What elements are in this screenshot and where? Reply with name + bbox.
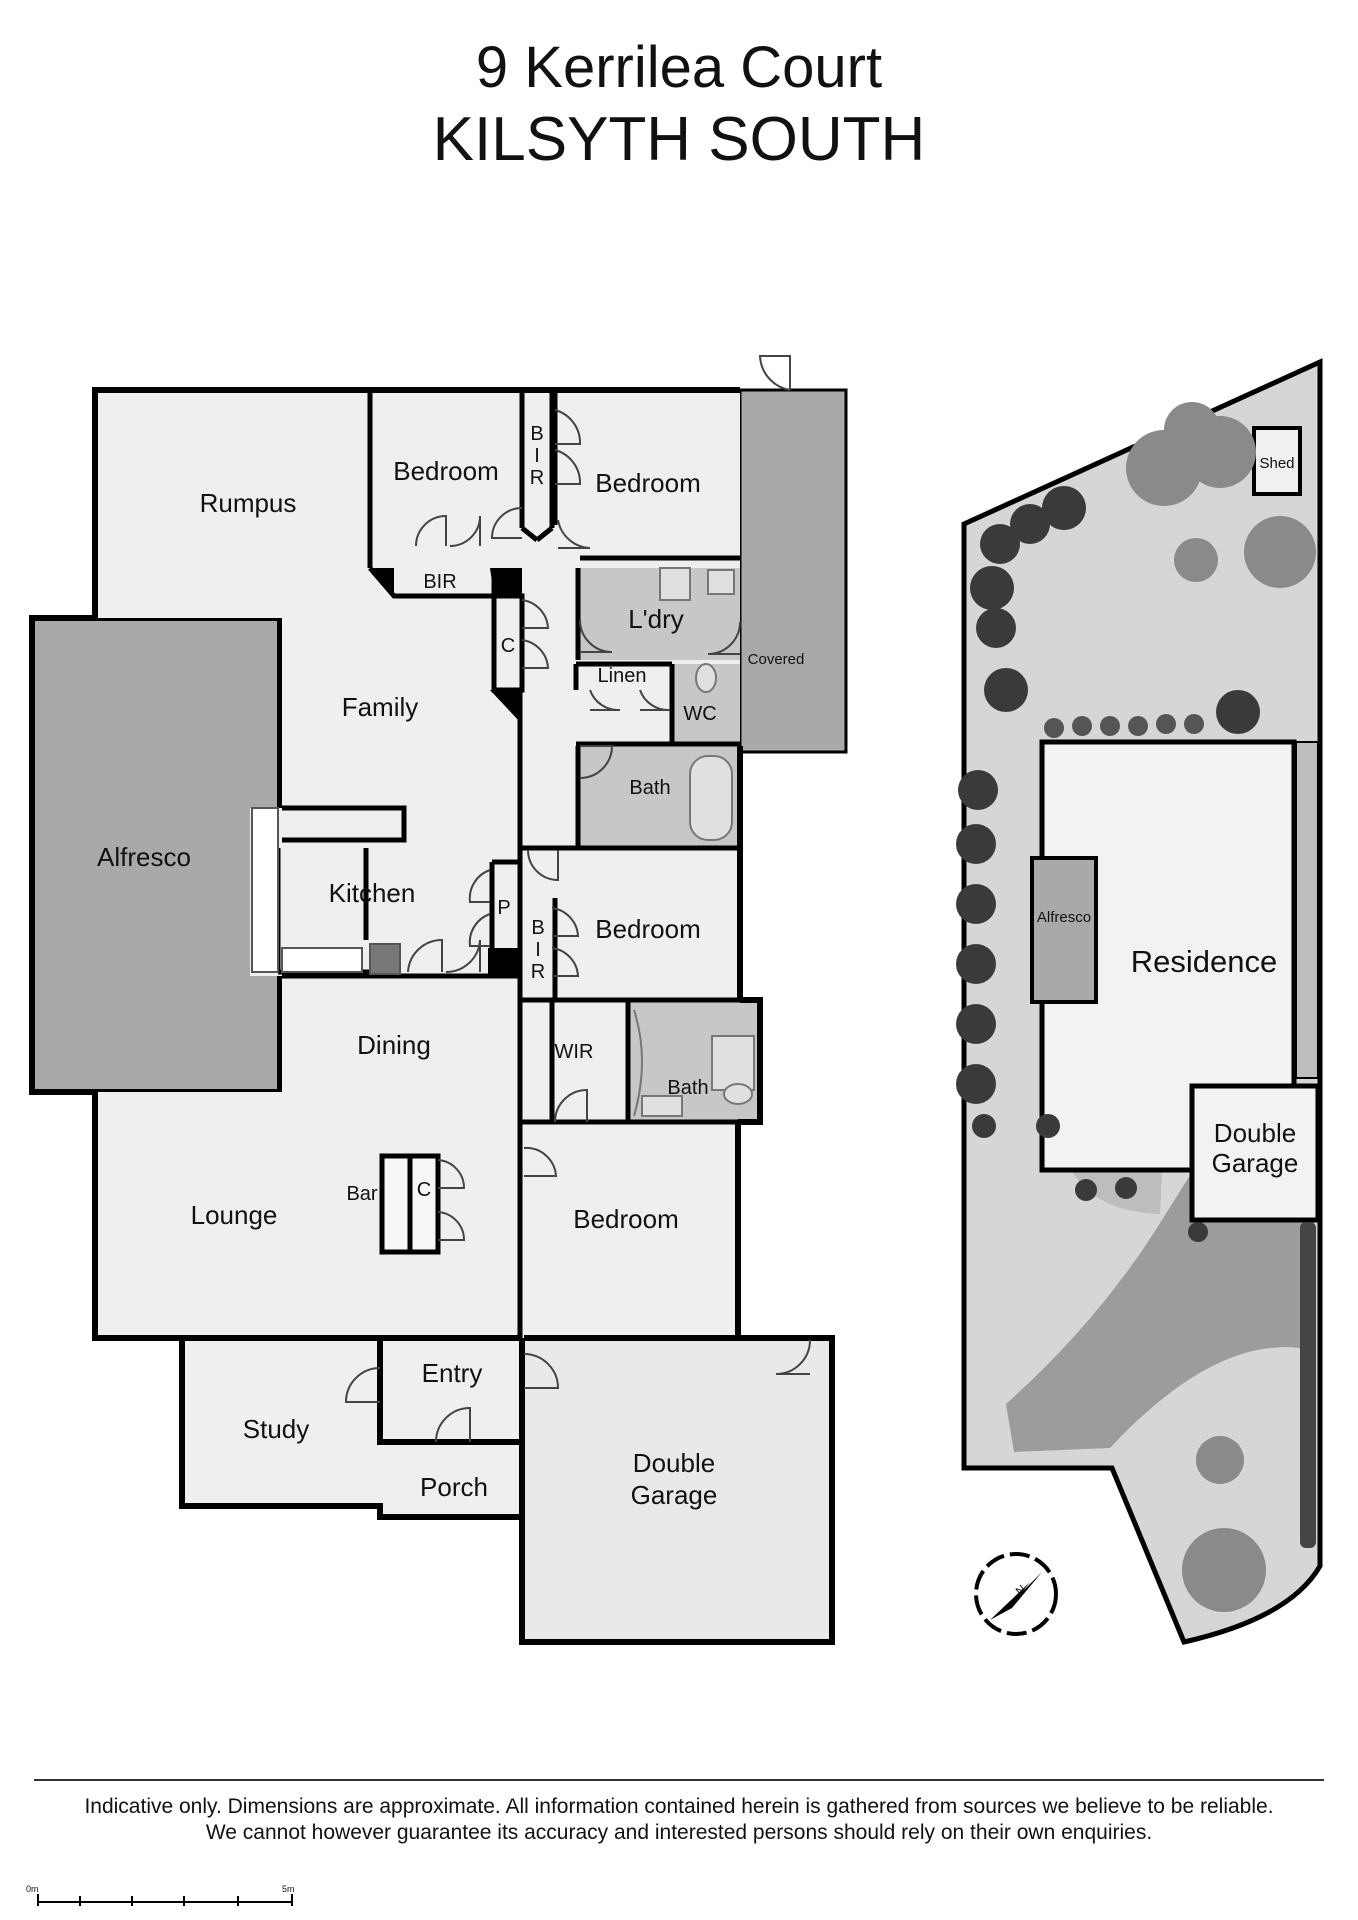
room-bedroom-4: Bedroom — [573, 1204, 679, 1234]
disclaimer-line-2: We cannot however guarantee its accuracy… — [205, 1821, 1153, 1844]
doors — [344, 355, 811, 1443]
room-wc: WC — [683, 703, 716, 725]
covered-area — [738, 388, 848, 754]
disclaimer-line-1: Indicative only. Dimensions are approxim… — [84, 1795, 1274, 1818]
room-family: Family — [342, 692, 419, 722]
room-linen: Linen — [598, 665, 647, 687]
scale-bar: 0m 5m — [26, 1884, 295, 1906]
floor-plan-main: Rumpus Bedroom B I R Bedroom BIR L'dry L… — [29, 355, 848, 1645]
hedge-right — [1300, 1222, 1316, 1548]
room-bir-top-r: R — [530, 467, 544, 489]
room-bath-1: Bath — [629, 777, 670, 799]
site-alfresco — [1030, 856, 1098, 1004]
kitchen-bench — [251, 807, 401, 975]
trees — [956, 486, 1260, 1242]
site-double-garage — [1189, 1083, 1321, 1223]
shed-label: Shed — [1259, 455, 1294, 472]
room-study: Study — [243, 1414, 310, 1444]
room-porch: Porch — [420, 1472, 488, 1502]
bar-counter — [379, 1153, 441, 1255]
residence-side-strip — [1295, 741, 1319, 1079]
room-wir: WIR — [555, 1041, 594, 1063]
room-bedroom-1: Bedroom — [393, 456, 499, 486]
residence-label: Residence — [1131, 944, 1277, 979]
room-kitchen: Kitchen — [329, 878, 416, 908]
room-dining: Dining — [357, 1030, 431, 1060]
svg-text:N: N — [1013, 1582, 1029, 1598]
room-bir-mid-i: I — [535, 939, 541, 961]
room-entry: Entry — [422, 1358, 483, 1388]
room-alfresco: Alfresco — [97, 842, 191, 872]
scale-end: 5m — [282, 1884, 295, 1894]
plant-row — [1044, 714, 1204, 738]
site-garage-line-1: Double — [1214, 1118, 1296, 1148]
garage-floor — [524, 1338, 830, 1640]
room-bath-2: Bath — [667, 1077, 708, 1099]
north-compass-icon: N — [974, 1552, 1058, 1636]
room-garage-line-2: Garage — [631, 1480, 718, 1510]
bathroom-fixtures — [633, 567, 755, 1117]
driveway — [1006, 1172, 1312, 1452]
room-bir-mid-r: R — [531, 961, 545, 983]
room-pantry: P — [497, 897, 510, 919]
property-suburb: KILSYTH SOUTH — [432, 105, 926, 174]
room-bedroom-3: Bedroom — [595, 914, 701, 944]
site-plan: Shed Alfresco Residence Double Garage — [956, 358, 1323, 1645]
room-covered: Covered — [748, 651, 805, 668]
shrubs — [1126, 402, 1316, 1612]
site-alfresco-label: Alfresco — [1037, 909, 1091, 926]
room-bar: Bar — [346, 1183, 377, 1205]
room-bir-mid-b: B — [531, 917, 544, 939]
property-address: 9 Kerrilea Court — [475, 35, 883, 100]
room-bir-top-b: B — [530, 423, 543, 445]
room-laundry: L'dry — [628, 604, 684, 634]
room-bedroom-2: Bedroom — [595, 468, 701, 498]
room-bir-bottom: BIR — [423, 571, 456, 593]
room-lounge: Lounge — [191, 1200, 278, 1230]
room-rumpus: Rumpus — [200, 488, 297, 518]
scale-start: 0m — [26, 1884, 39, 1894]
room-bar-closet: C — [417, 1179, 431, 1201]
room-closet: C — [501, 635, 515, 657]
outer-walls — [92, 387, 835, 1645]
wall-blocks — [370, 568, 525, 976]
site-garage-line-2: Garage — [1212, 1148, 1299, 1178]
disclaimer: Indicative only. Dimensions are approxim… — [0, 1794, 1358, 1846]
room-garage-line-1: Double — [633, 1448, 715, 1478]
room-bir-top-i: I — [534, 445, 540, 467]
